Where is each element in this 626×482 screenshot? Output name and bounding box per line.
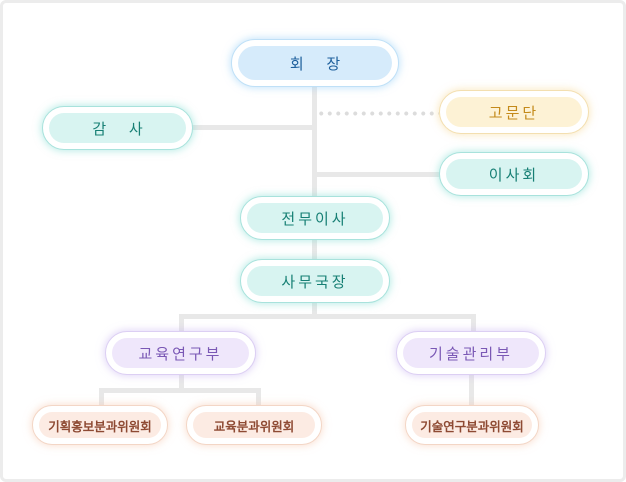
node-fill (238, 46, 392, 80)
node-tech-research-committee[interactable]: 기술연구분과위원회 (405, 405, 539, 445)
connector-advisory-dotted (317, 111, 439, 116)
connector-executive-secretary (312, 238, 317, 260)
node-label: 교육연구부 (138, 344, 223, 363)
node-secretary-general[interactable]: 사무국장 (240, 259, 390, 303)
connector-committees-bar (99, 388, 261, 393)
connector-planning-drop (99, 388, 104, 406)
connector-trunk-main (312, 86, 317, 196)
node-auditor[interactable]: 감 사 (42, 106, 193, 150)
node-label: 전무이사 (281, 209, 349, 228)
node-label: 기술연구분과위원회 (420, 418, 524, 434)
node-fill (446, 159, 582, 189)
node-planning-pr-committee[interactable]: 기획홍보분과위원회 (32, 405, 168, 445)
node-label: 회 장 (289, 54, 350, 73)
node-label: 감 사 (92, 119, 152, 138)
node-fill (39, 412, 161, 438)
node-label: 사무국장 (281, 272, 349, 291)
connector-departments-bar (179, 314, 476, 319)
connector-education-committee-drop (256, 388, 261, 406)
connector-tech-dept-drop (471, 314, 476, 334)
node-fill (446, 97, 582, 127)
connector-board (315, 172, 441, 177)
node-fill (247, 266, 383, 296)
node-tech-management[interactable]: 기술관리부 (396, 331, 546, 375)
node-fill (412, 412, 532, 438)
node-label: 이사회 (488, 165, 540, 184)
connector-edu-dept-drop (179, 314, 184, 334)
node-chairman[interactable]: 회 장 (231, 39, 399, 87)
node-advisory[interactable]: 고문단 (439, 90, 589, 134)
connector-edu-dept-down (179, 372, 184, 392)
node-fill (49, 113, 186, 143)
node-education-research[interactable]: 교육연구부 (105, 331, 256, 375)
node-label: 기술관리부 (428, 344, 513, 363)
node-label: 교육분과위원회 (213, 418, 295, 434)
connector-secretary-down (312, 300, 317, 318)
connector-auditor (192, 125, 315, 130)
node-fill (403, 338, 539, 368)
node-education-committee[interactable]: 교육분과위원회 (186, 405, 322, 445)
node-label: 고문단 (488, 103, 540, 122)
node-fill (247, 203, 383, 233)
node-fill (112, 338, 249, 368)
connector-tech-committee-drop (469, 372, 474, 406)
node-executive[interactable]: 전무이사 (240, 196, 390, 240)
node-label: 기획홍보분과위원회 (48, 418, 152, 434)
node-board[interactable]: 이사회 (439, 152, 589, 196)
node-fill (193, 412, 315, 438)
